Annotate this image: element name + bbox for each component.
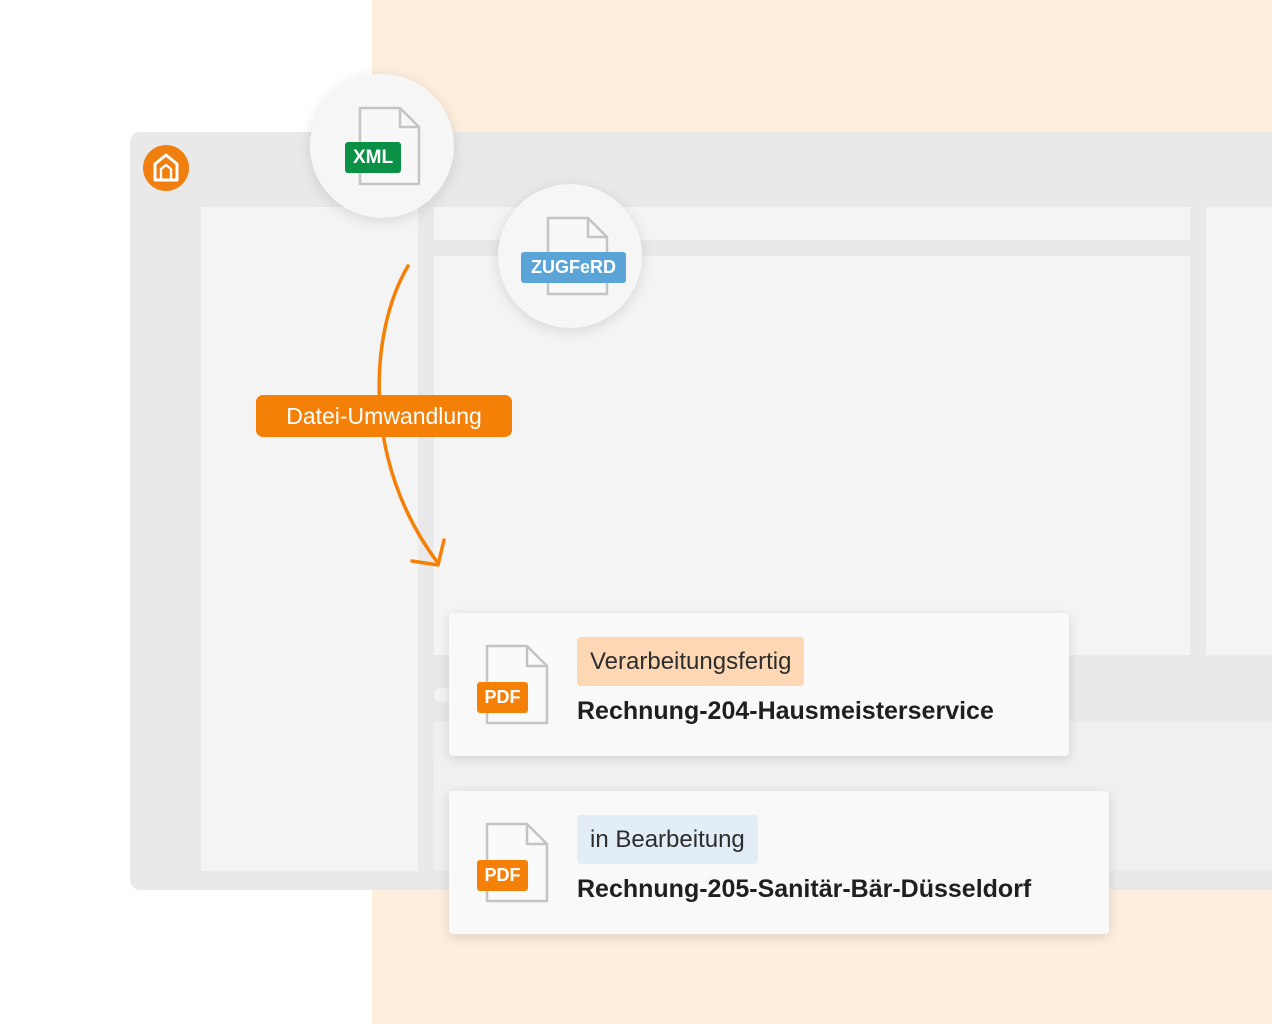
side-panel-placeholder — [1206, 207, 1272, 655]
xml-file-badge: XML — [310, 74, 454, 218]
invoice-title: Rechnung-204-Hausmeisterservice — [577, 697, 994, 725]
invoice-card[interactable]: PDF Verarbeitungsfertig Rechnung-204-Hau… — [449, 613, 1069, 756]
status-badge: Verarbeitungsfertig — [577, 637, 805, 686]
sidebar-placeholder — [201, 207, 418, 871]
zugferd-file-badge: ZUGFeRD — [498, 184, 642, 328]
home-logo-icon[interactable] — [143, 145, 189, 191]
scroll-handle[interactable] — [434, 688, 450, 702]
pdf-tag: PDF — [477, 860, 528, 891]
invoice-title: Rechnung-205-Sanitär-Bär-Düsseldorf — [577, 875, 1032, 903]
zugferd-tag: ZUGFeRD — [521, 252, 626, 283]
status-badge: in Bearbeitung — [577, 815, 758, 864]
conversion-label: Datei-Umwandlung — [256, 395, 512, 437]
pdf-tag: PDF — [477, 682, 528, 713]
invoice-card[interactable]: PDF in Bearbeitung Rechnung-205-Sanitär-… — [449, 791, 1109, 934]
xml-tag: XML — [345, 142, 401, 173]
